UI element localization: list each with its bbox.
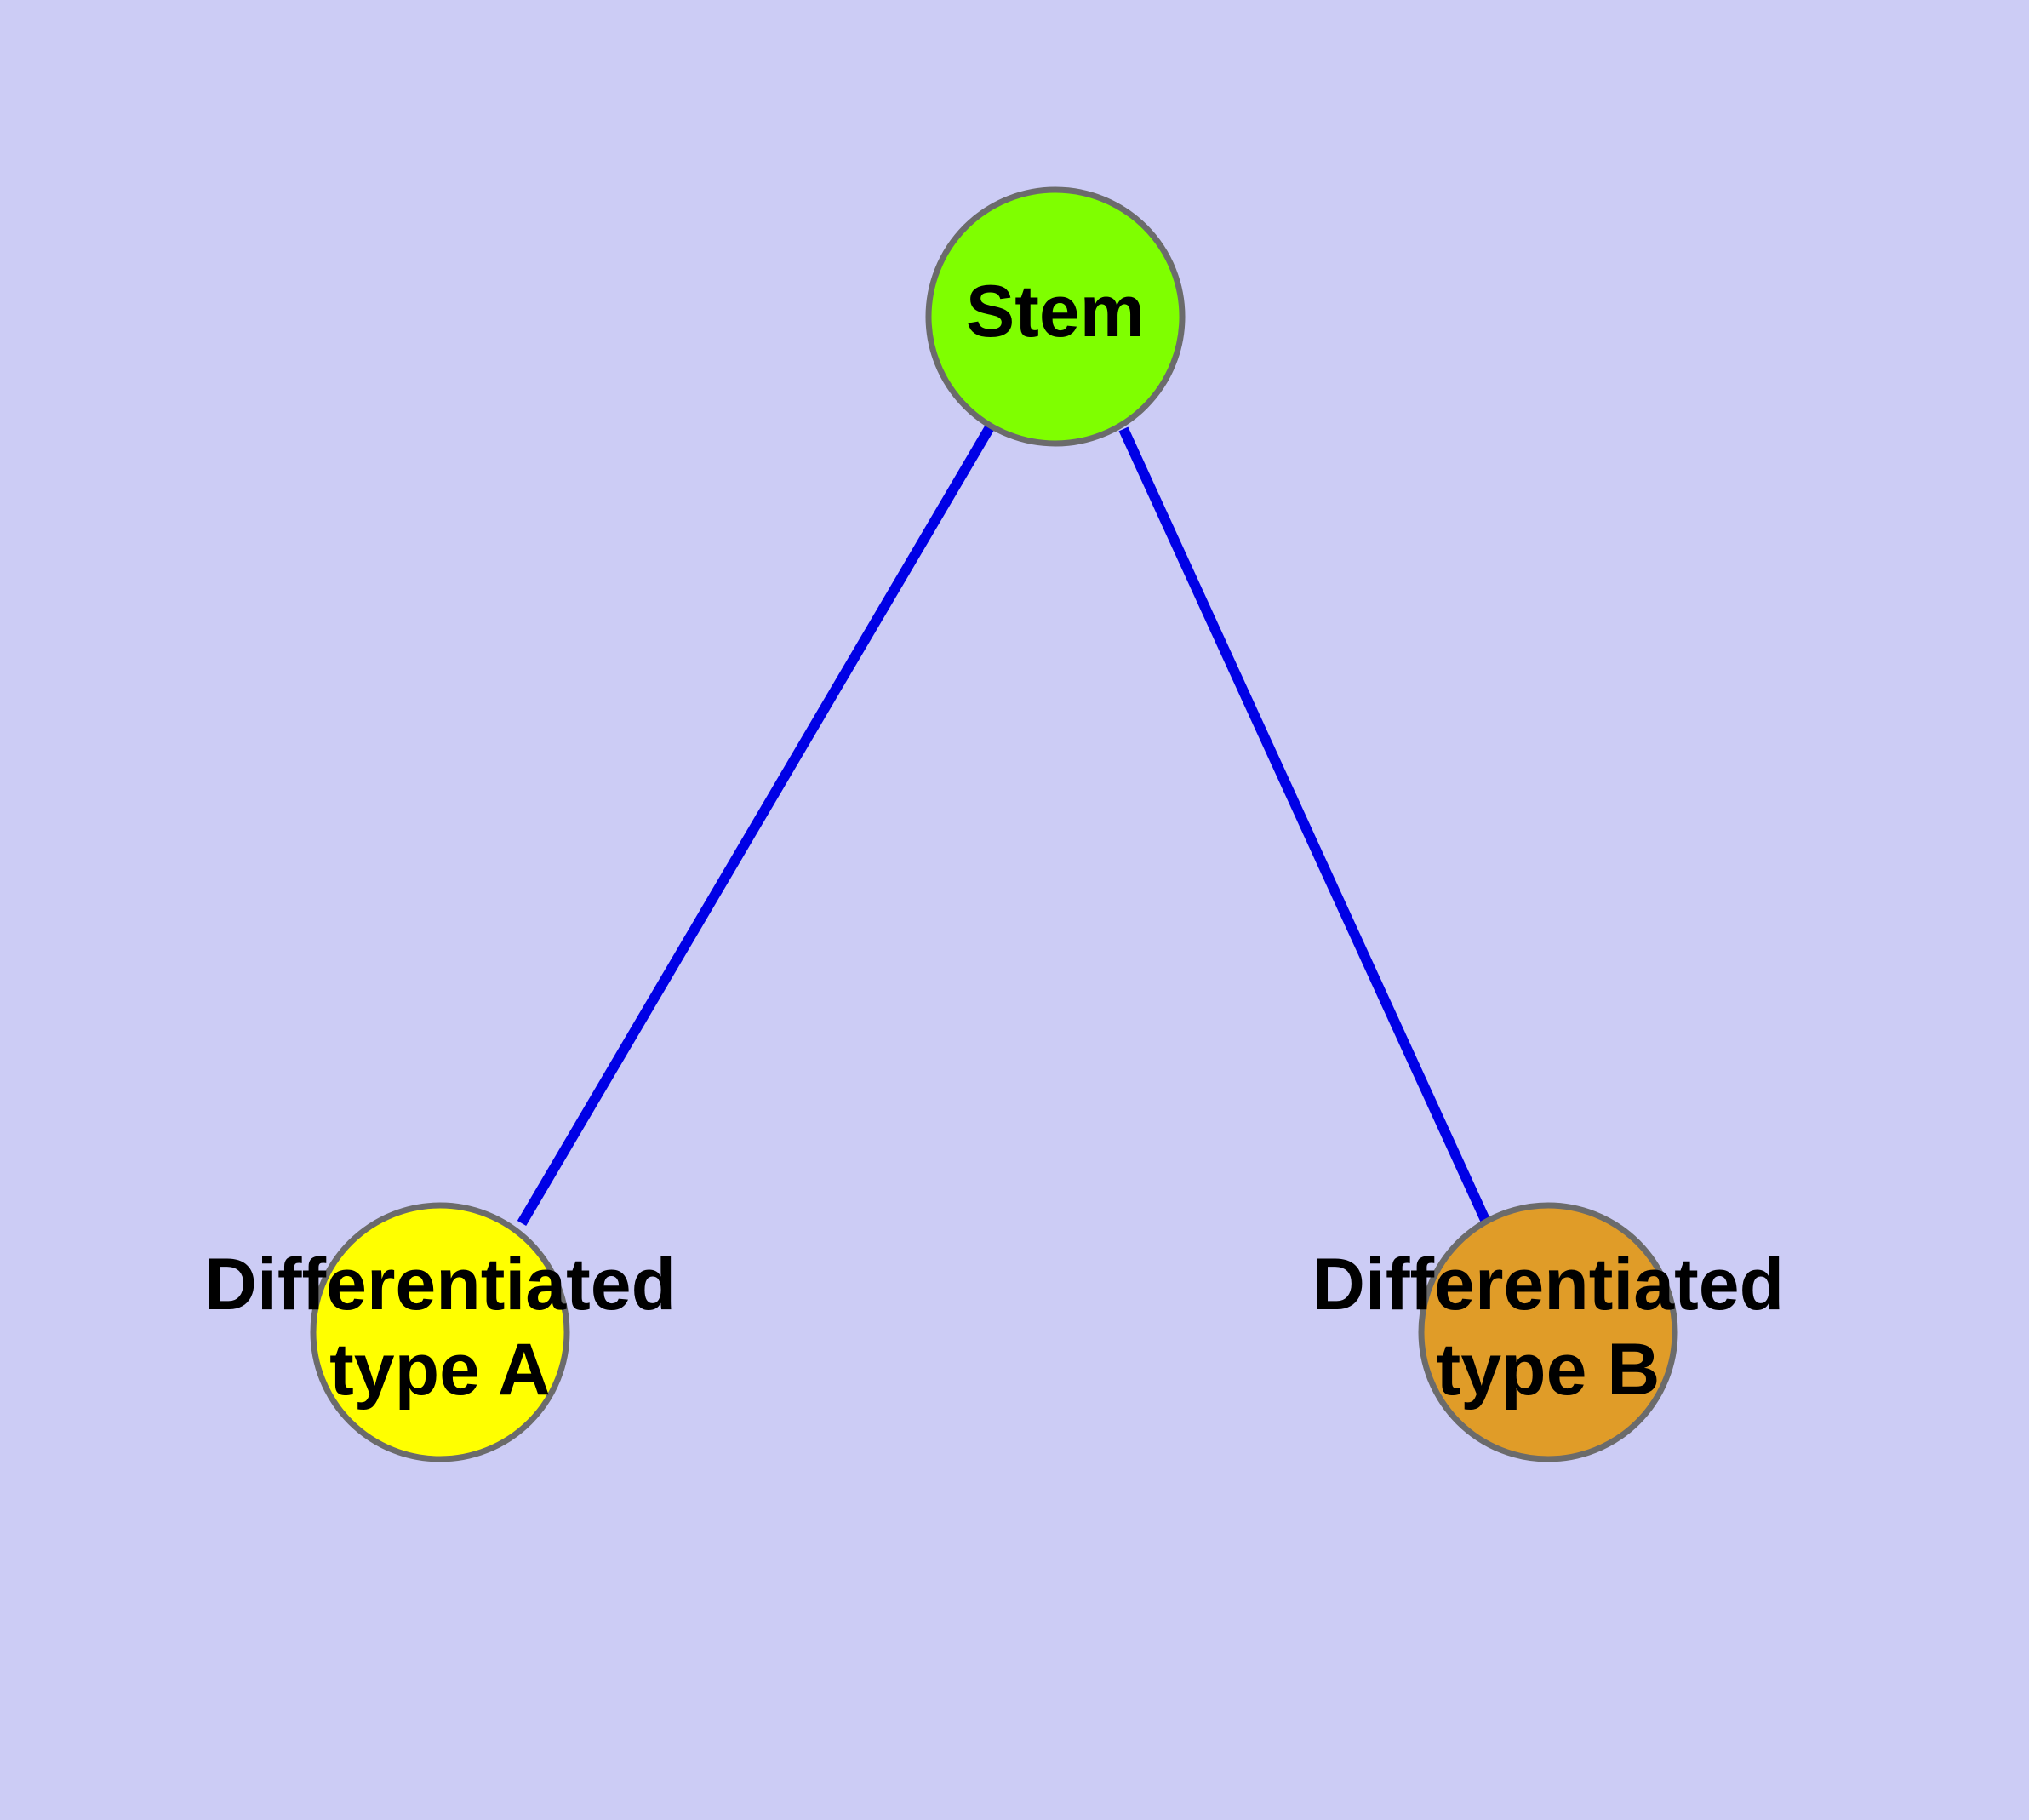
node-differentiated-type-b-circle[interactable] (1418, 1202, 1678, 1462)
edges-group (517, 424, 1490, 1227)
node-differentiated-type-a-circle[interactable] (310, 1202, 570, 1462)
node-stem[interactable]: Stem (925, 186, 1186, 447)
node-label-line: type A (329, 1329, 551, 1411)
node-stem-label: Stem (966, 271, 1145, 352)
node-label-line: Differentiated (1312, 1244, 1784, 1325)
node-label-line: Differentiated (204, 1244, 676, 1325)
node-label-line: type B (1437, 1329, 1660, 1411)
edge-stem-to-differentiated-type-a[interactable] (517, 424, 995, 1227)
node-stem-circle[interactable] (925, 186, 1186, 447)
node-label-line: Stem (966, 271, 1145, 352)
edge-stem-to-differentiated-type-b[interactable] (1118, 426, 1490, 1222)
